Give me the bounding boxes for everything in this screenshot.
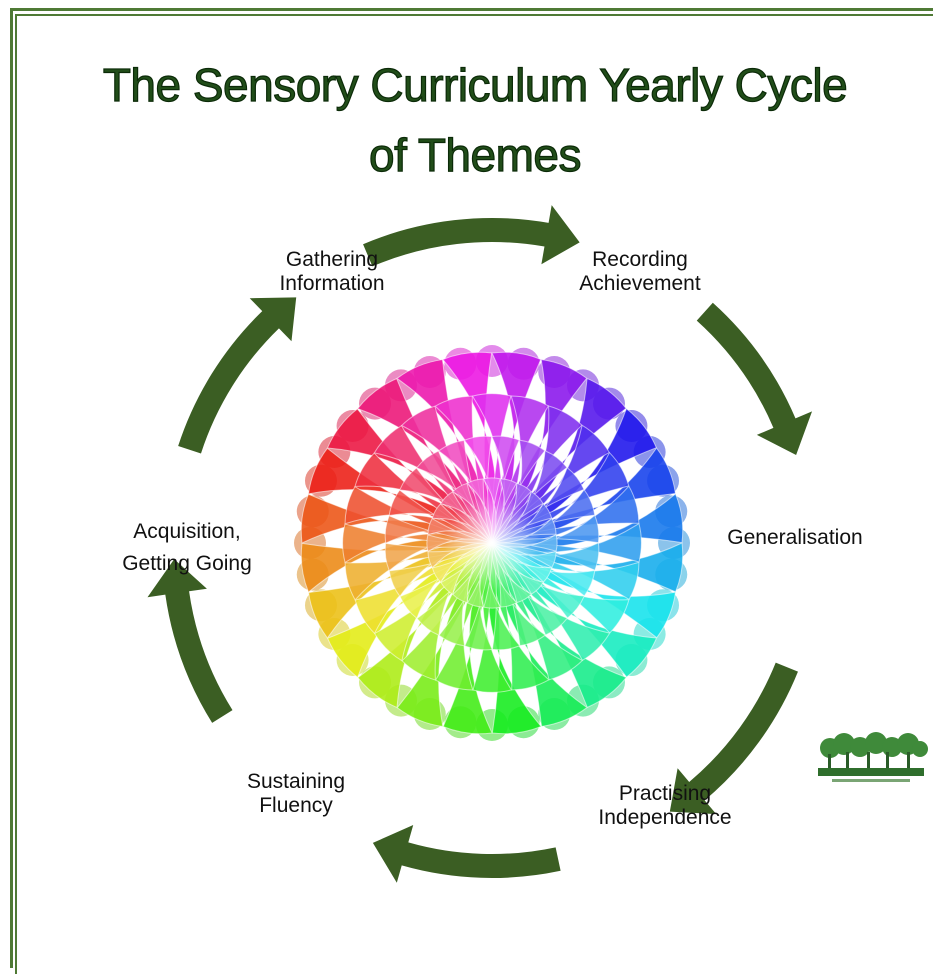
- title-line-1: The Sensory Curriculum Yearly Cycle: [102, 58, 848, 111]
- stage-label-gathering-information: Gathering Information: [279, 248, 385, 295]
- cycle-arrow-icon: [669, 662, 798, 815]
- cycle-arrow-icon: [363, 205, 580, 267]
- stage-label-sustaining-fluency: Sustaining Fluency: [246, 770, 346, 817]
- cycle-arrow-icon: [696, 302, 813, 456]
- tree-logo-icon: [818, 732, 928, 782]
- cycle-diagram: [147, 205, 813, 883]
- wheel-center-glow: [302, 353, 682, 733]
- stage-label-practising-independence: Practising Independence: [598, 782, 732, 829]
- cycle-arrows: [147, 205, 813, 883]
- outer-frame: [10, 8, 933, 968]
- cycle-arrow-icon: [147, 559, 233, 723]
- cycle-arrow-icon: [178, 297, 297, 454]
- cycle-arrow-icon: [372, 825, 561, 883]
- color-wheel-icon: [294, 345, 690, 741]
- inner-frame: [15, 14, 933, 974]
- stage-label-recording-achievement: Recording Achievement: [579, 248, 701, 295]
- stage-label-acquisition-getting-going: Acquisition, Getting Going: [122, 520, 252, 575]
- stage-label-generalisation: Generalisation: [727, 526, 863, 549]
- title-line-2: of Themes: [368, 128, 582, 181]
